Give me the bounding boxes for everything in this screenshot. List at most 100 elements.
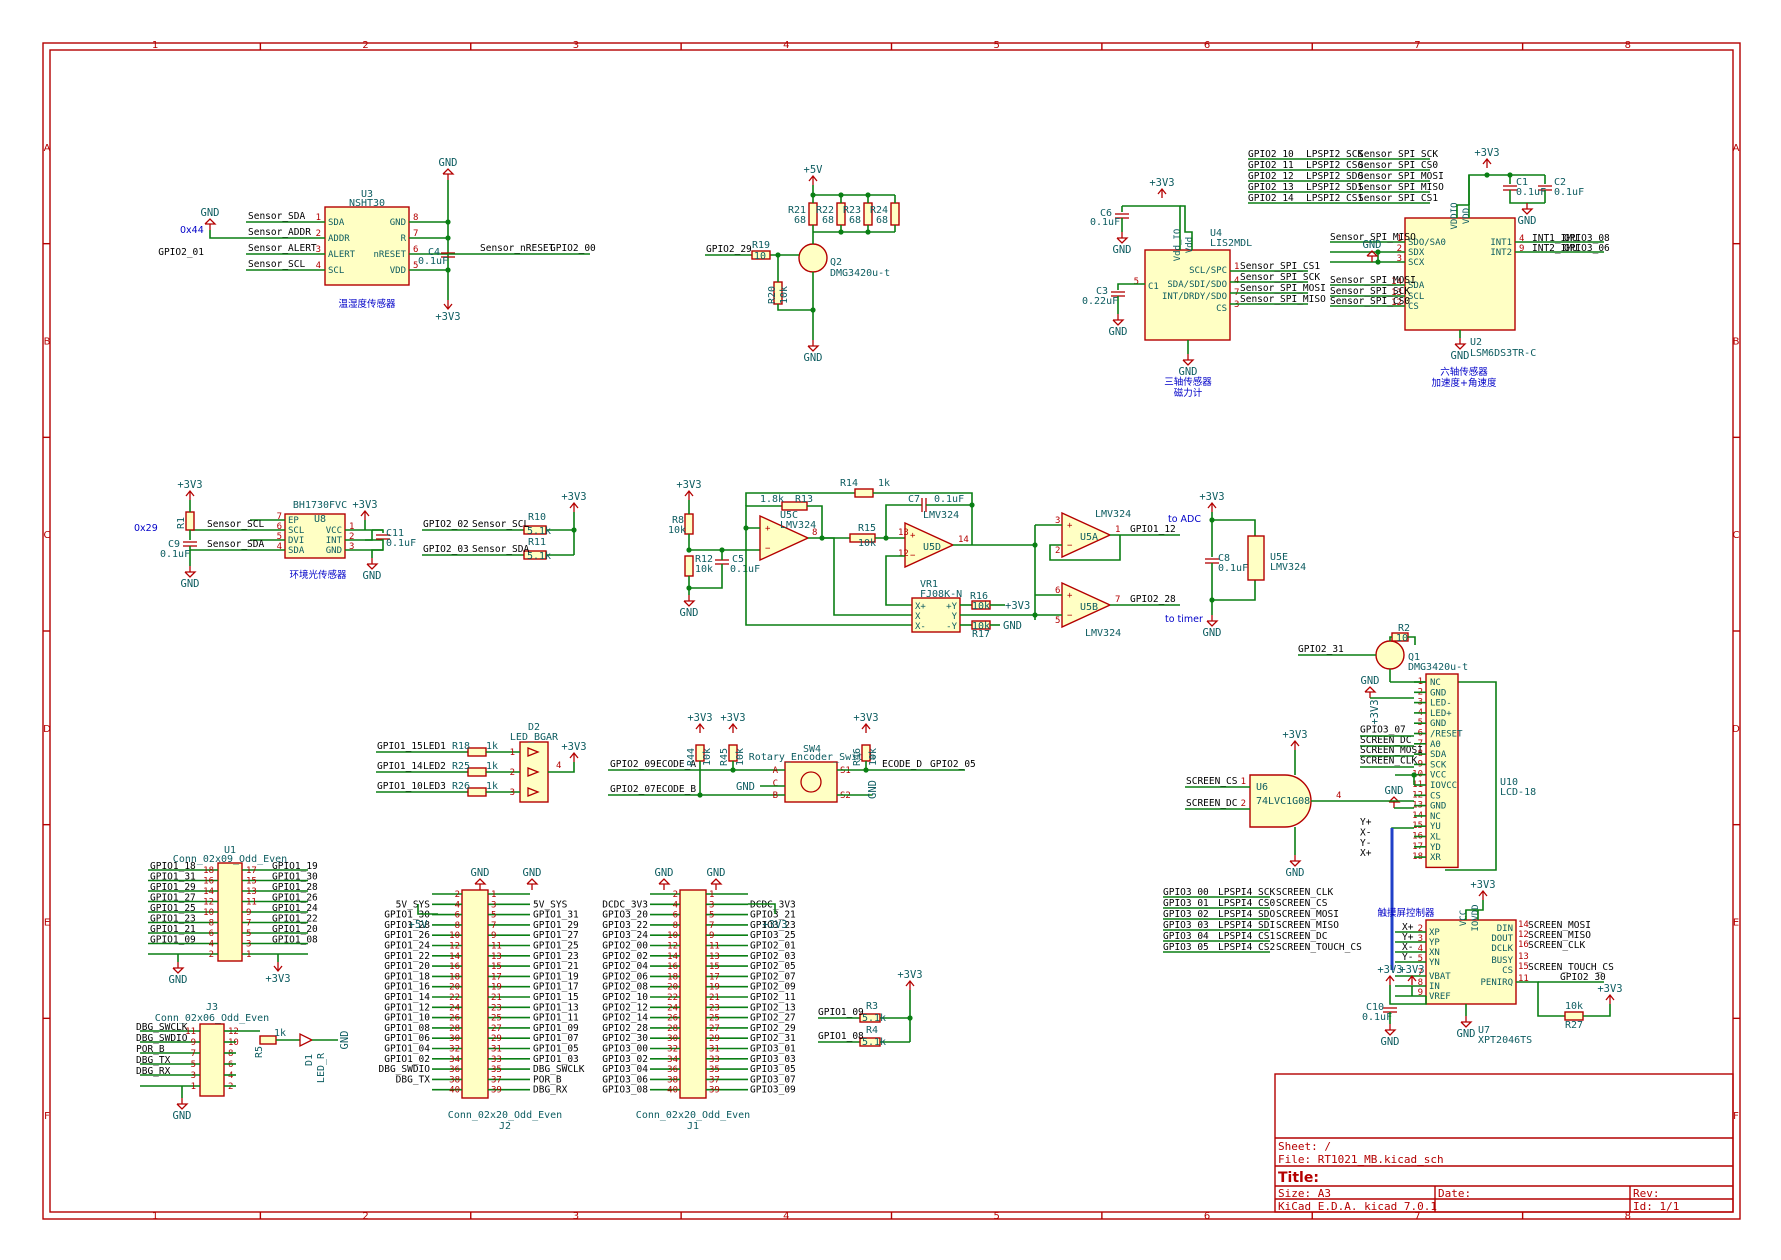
gnd-label: GND [1179, 366, 1198, 378]
power-label: +3V3 [1199, 491, 1224, 503]
j1-net-right: GPIO3_03 [750, 1054, 796, 1065]
j2-pin-num: 10 [449, 931, 460, 941]
j2-pin-num: 27 [491, 1024, 502, 1034]
j1-pin-num: 7 [709, 921, 714, 931]
power-label: +3V3 [1005, 600, 1030, 612]
spi-map-net: Sensor_SPI_CS0 [1358, 160, 1438, 171]
u7-body [1425, 919, 1517, 1005]
u8-pin-num: 1 [349, 522, 354, 532]
opamp-r14-ref: R14 [840, 478, 858, 489]
u2-top-pin: VDDIO [1450, 202, 1460, 229]
j1-net-left: GPIO2_06 [602, 971, 648, 982]
power-symbol [273, 962, 283, 973]
j1-pin-num: 26 [667, 1014, 678, 1024]
small-pullup-ref: R3 [866, 1001, 878, 1012]
u10-pin: SDA [1430, 750, 1447, 760]
i2c-net: Sensor_SCL [472, 519, 529, 530]
j1-net-right: GPIO2_13 [750, 1002, 796, 1013]
u10-pin: A0 [1430, 740, 1441, 750]
spi-map-net: Sensor_SPI_SCK [1358, 149, 1438, 160]
u8-ref: U8 [314, 514, 326, 525]
grid-col-label-top: 5 [994, 40, 1000, 51]
j2-pin-num: 16 [449, 962, 460, 972]
gnd-label: GND [1286, 867, 1305, 879]
u6-gate [1249, 774, 1312, 828]
encoder-d-gpio: GPIO2_05 [930, 759, 976, 770]
gnd-label: GND [181, 578, 200, 590]
u10-pin: VCC [1430, 771, 1446, 781]
q2-res-val: 68 [876, 215, 888, 226]
power-label: +3V3 [177, 479, 202, 491]
u7-pin-num: 4 [1418, 944, 1423, 954]
wire [1389, 985, 1427, 1005]
gnd-symbol [807, 340, 820, 352]
j2-net-right: 5V_SYS [533, 899, 568, 910]
j3-pin-num: 4 [228, 1071, 233, 1081]
u10-pin: LED+ [1430, 709, 1452, 719]
u4-pin-right: INT/DRDY/SDO [1162, 292, 1227, 302]
opamp-r16-val: 10k [972, 601, 990, 612]
j2-net-right: GPIO1_11 [533, 1013, 579, 1024]
encoder-net: ECODE_A [656, 759, 696, 770]
j1-net-right: GPIO2_31 [750, 1033, 796, 1044]
opamp-timer-gpio: GPIO2_28 [1130, 594, 1176, 605]
opamp-r17-ref: R17 [972, 629, 990, 640]
u3-pin-num: 7 [413, 229, 418, 239]
u2-caption1: 六轴传感器 [1440, 366, 1488, 378]
led-diode [527, 787, 540, 797]
q2-resistor [890, 202, 900, 226]
u7-pin-num: 3 [1418, 934, 1423, 944]
opamp-r16-ref: R16 [970, 591, 988, 602]
u3-gpio-alert: GPIO2_01 [158, 247, 204, 258]
junction-dot [863, 767, 869, 773]
u7-pin-left: YP [1429, 938, 1440, 948]
wire [777, 304, 813, 311]
opamp-u5a-ref: U5A [1080, 532, 1098, 543]
u7-pin-num: 12 [1518, 930, 1529, 940]
u3-pin-left: SCL [328, 266, 344, 276]
u4-net-right: Sensor_SPI_MISO [1240, 294, 1326, 305]
j1-pin-num: 11 [709, 942, 720, 952]
j2-net-left: GPIO1_10 [384, 1013, 430, 1024]
u2-body [1404, 217, 1516, 331]
gnd-symbol [1460, 1016, 1473, 1028]
u8-c9 [183, 541, 197, 547]
screen-map-gpio: GPIO3_05 [1163, 942, 1209, 953]
wire [1465, 900, 1484, 920]
j2-net-left: GPIO1_18 [384, 971, 430, 982]
j1-pin-num: 15 [709, 962, 720, 972]
u2-net-left: Sensor_SPI_MOSI [1330, 275, 1416, 286]
opamp-vr1-pin: X+ [915, 602, 926, 612]
junction-dot [730, 767, 736, 773]
power-symbol [1482, 157, 1492, 168]
j1-pin-num: 10 [667, 931, 678, 941]
u7-pin-num: 8 [1418, 978, 1423, 988]
power-symbol [684, 489, 694, 500]
j2-net-right: GPIO1_07 [533, 1033, 579, 1044]
u8-pin-num: 2 [349, 532, 354, 542]
u10-net: X- [1360, 828, 1371, 839]
junction-dot [686, 585, 692, 591]
u2-top-pin: VDD [1462, 208, 1472, 224]
junction-dot [1209, 597, 1215, 603]
led-resistor [467, 767, 487, 777]
gnd-label: GND [1381, 1036, 1400, 1048]
u10-body [1425, 673, 1459, 869]
u10-pin: XL [1430, 833, 1441, 843]
title-file-label: File: RT1021_MB.kicad_sch [1278, 1153, 1444, 1166]
u10-pin: LED- [1430, 699, 1452, 709]
u2-int2-net: INT2_IMU [1532, 243, 1578, 254]
u7-net-right: SCREEN_CLK [1528, 940, 1585, 951]
u3-pin-right: VDD [390, 266, 406, 276]
opamp-minus: − [910, 551, 916, 561]
j1-pin-num: 17 [709, 972, 720, 982]
j2-pin-num: 30 [449, 1034, 460, 1044]
gnd-symbol [1182, 354, 1195, 366]
small-pullup-gpio: GPIO1_08 [818, 1031, 864, 1042]
opamp-u5d-part: LMV324 [923, 510, 959, 521]
u3-pin-num: 1 [316, 213, 321, 223]
j1-body [679, 889, 707, 1099]
j1-net-left: GPIO3_00 [602, 1044, 648, 1055]
opamp-r13-val: 1.8k [760, 494, 784, 505]
